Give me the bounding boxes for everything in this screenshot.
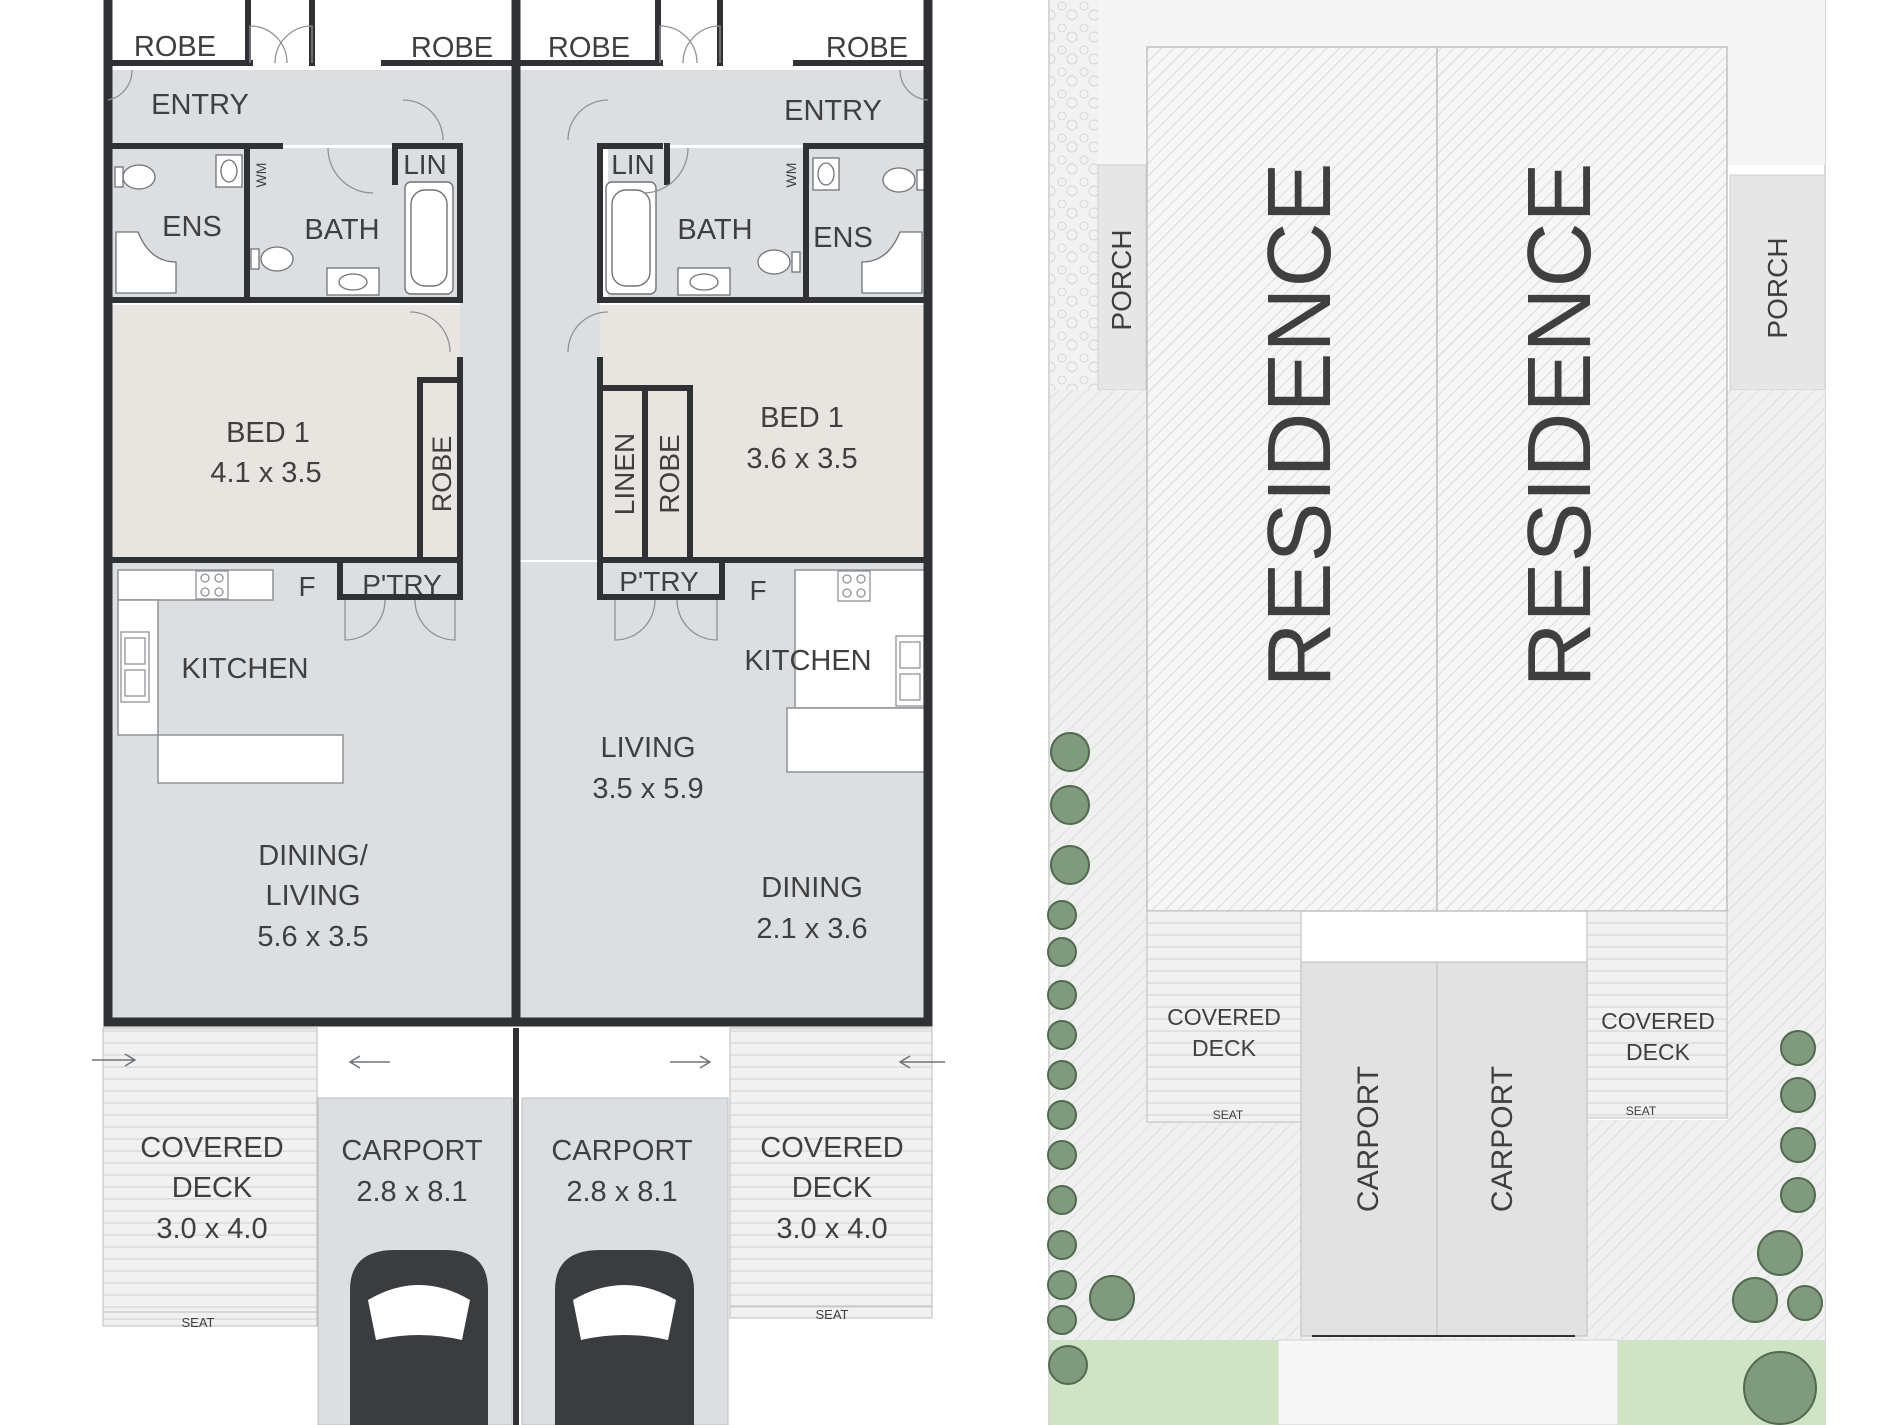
hall-strip-right (520, 70, 600, 560)
carport-label: CARPORT (1486, 1066, 1519, 1212)
carport-size: 2.8 x 8.1 (566, 1176, 677, 1208)
bed1-name: BED 1 (760, 402, 844, 434)
dining-label: DINING (761, 872, 863, 904)
shower-icon (115, 231, 923, 294)
robe-label: ROBE (427, 436, 457, 513)
porch-label: PORCH (1762, 237, 1793, 338)
covered-deck-label: COVERED (760, 1132, 903, 1164)
entry-label: ENTRY (784, 95, 882, 127)
walls (103, 0, 933, 1027)
covered-deck-label: COVERED (1167, 1004, 1281, 1030)
kitchen-label: KITCHEN (744, 645, 871, 677)
residence-left-footprint (1146, 46, 1438, 912)
fridge-label: F (298, 571, 315, 602)
living-label: LIVING (600, 732, 695, 764)
pantry-label: P'TRY (619, 566, 699, 597)
porch-label: PORCH (1106, 229, 1137, 330)
site-covered-deck-left (1146, 910, 1302, 1123)
kitchen-label: KITCHEN (181, 653, 308, 685)
ensuite-label: ENS (162, 211, 222, 243)
dining-living-label: LIVING (265, 880, 360, 912)
carport-label: CARPORT (1352, 1066, 1385, 1212)
garden-path-left (1050, 0, 1098, 390)
robe-label: ROBE (548, 32, 630, 64)
covered-deck-right (729, 1027, 933, 1319)
cooktop-icon (195, 570, 871, 602)
pantry-label: P'TRY (362, 569, 442, 600)
linen-label: LIN (611, 149, 655, 180)
driveway-apron (1277, 1339, 1619, 1425)
bath-label: BATH (304, 214, 379, 246)
covered-deck-label: DECK (792, 1172, 873, 1204)
sliding-door-arrows (92, 1053, 945, 1069)
covered-deck-label: COVERED (1601, 1008, 1715, 1034)
robe-label: ROBE (411, 32, 493, 64)
carport-size: 2.8 x 8.1 (356, 1176, 467, 1208)
shrub-icon (1047, 732, 1823, 1425)
bed1-name: BED 1 (226, 417, 310, 449)
covered-deck-left (102, 1027, 318, 1327)
washing-machine-label: WM (783, 163, 799, 188)
covered-deck-label: DECK (172, 1172, 253, 1204)
door-swings (107, 25, 929, 641)
siteplan: PORCH PORCH RESIDENCE RESIDENCE COVERED … (1047, 0, 1826, 1425)
seat-label: SEAT (1626, 1104, 1657, 1118)
residence-label: RESIDENCE (1250, 162, 1350, 687)
living-size: 3.5 x 5.9 (592, 773, 703, 805)
dining-living-size: 5.6 x 3.5 (257, 921, 368, 953)
kitchen-island-right (786, 707, 926, 773)
lawn-left (1050, 1340, 1278, 1425)
bath-label: BATH (677, 214, 752, 246)
bed1-fill-right (600, 305, 926, 558)
dining-living-label: DINING/ (258, 840, 369, 872)
covered-deck-label: COVERED (140, 1132, 283, 1164)
robe-label: ROBE (654, 434, 685, 513)
robe-label: ROBE (826, 32, 908, 64)
robe-label: ROBE (134, 31, 216, 63)
linen-label: LIN (403, 149, 447, 180)
ensuite-label: ENS (813, 222, 873, 254)
basin-icon (215, 154, 840, 296)
bed1-size: 4.1 x 3.5 (210, 457, 321, 489)
kitchen-island-left (157, 734, 344, 784)
entry-label: ENTRY (151, 89, 249, 121)
covered-deck-label: DECK (1192, 1035, 1257, 1061)
residence-label: RESIDENCE (1510, 162, 1610, 687)
residence-right-footprint (1436, 46, 1728, 912)
seat-label: SEAT (1213, 1108, 1244, 1122)
porch-right (1729, 174, 1826, 391)
sink-icon (120, 631, 925, 707)
carport-label: CARPORT (551, 1135, 693, 1167)
bed1-size: 3.6 x 3.5 (746, 443, 857, 475)
dining-size: 2.1 x 3.6 (756, 913, 867, 945)
carport-label: CARPORT (341, 1135, 483, 1167)
washing-machine-label: WM (253, 163, 269, 188)
bathtub-icon (404, 181, 657, 295)
porch-left (1097, 164, 1147, 391)
fridge-label: F (749, 575, 766, 606)
covered-deck-label: DECK (1626, 1039, 1691, 1065)
seat-label: SEAT (816, 1307, 849, 1322)
linen-vertical-label: LINEN (609, 433, 640, 515)
bed1-fill-left (112, 305, 470, 558)
site-covered-deck-right (1586, 910, 1728, 1119)
covered-deck-size: 3.0 x 4.0 (156, 1213, 267, 1245)
car-icon (350, 1250, 694, 1425)
kitchen-fill-left (112, 562, 512, 1022)
floorplan-left: ROBE ROBE ENTRY LIN ENS WM BATH BED 1 4.… (92, 0, 945, 1425)
site-carport-right (1436, 961, 1588, 1337)
covered-deck-size: 3.0 x 4.0 (776, 1213, 887, 1245)
seat-label: SEAT (182, 1315, 215, 1330)
toilet-icon (114, 164, 926, 275)
